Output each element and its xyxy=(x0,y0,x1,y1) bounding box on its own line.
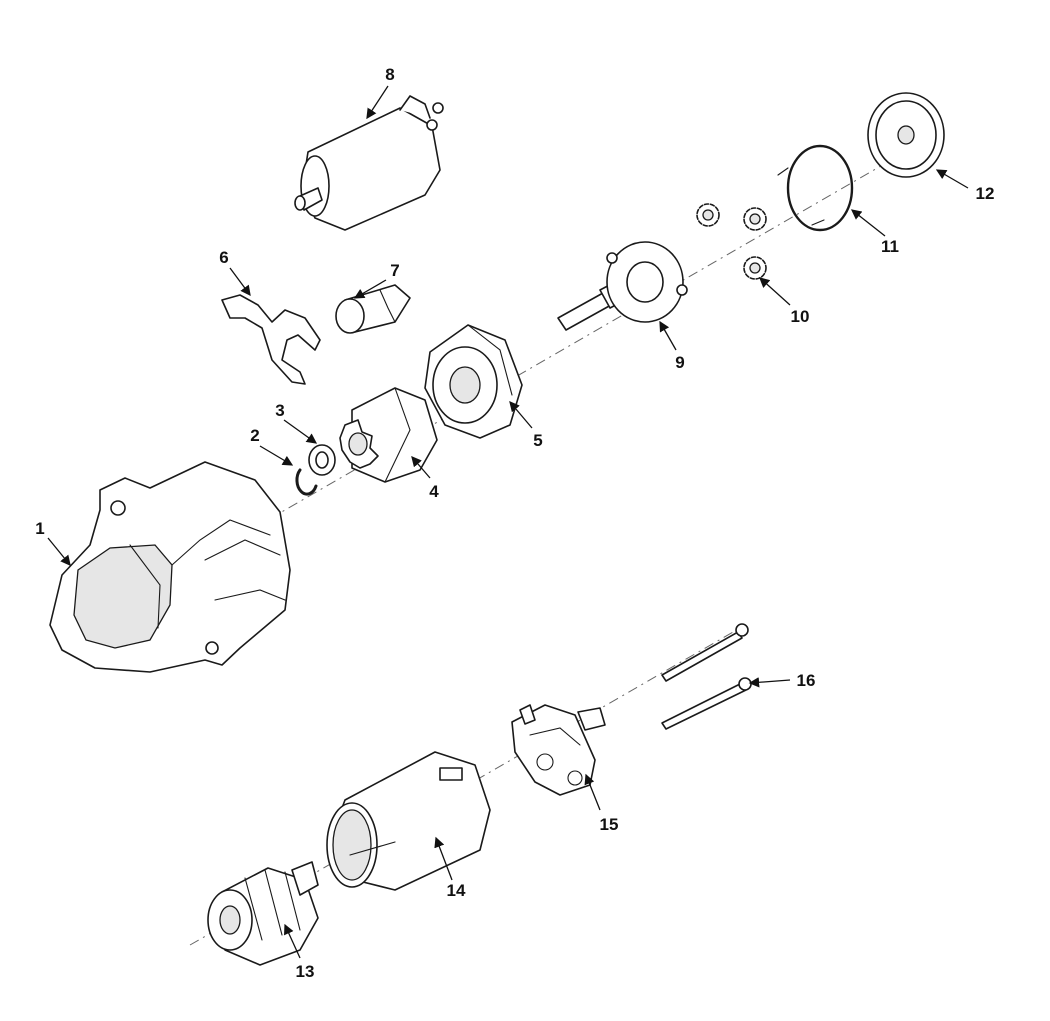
callout-4: 4 xyxy=(429,482,439,501)
plunger-part-7 xyxy=(335,284,411,334)
callout-10: 10 xyxy=(791,307,810,326)
callout-8: 8 xyxy=(385,65,394,84)
through-bolts-part-16 xyxy=(661,623,752,730)
gear-housing-part-5 xyxy=(424,324,523,439)
overrunning-clutch-part-4 xyxy=(339,387,438,483)
brush-holder-part-15 xyxy=(511,704,606,796)
callout-16: 16 xyxy=(797,671,816,690)
callout-11: 11 xyxy=(881,237,899,256)
planetary-shaft-part-9 xyxy=(557,241,688,331)
callout-15: 15 xyxy=(600,815,619,834)
yoke-part-14 xyxy=(326,751,491,891)
callout-9: 9 xyxy=(675,353,684,372)
callout-6: 6 xyxy=(219,248,228,267)
shift-lever-part-6 xyxy=(221,294,321,385)
callout-1: 1 xyxy=(35,519,44,538)
planet-gears-part-10 xyxy=(696,203,767,280)
callout-14: 14 xyxy=(447,881,466,900)
callout-3: 3 xyxy=(275,401,284,420)
callout-7: 7 xyxy=(390,261,399,280)
internal-gear-ring-part-11 xyxy=(777,144,854,232)
callout-5: 5 xyxy=(533,431,542,450)
packing-part-12 xyxy=(867,92,945,178)
callout-2: 2 xyxy=(250,426,259,445)
callout-12: 12 xyxy=(976,184,995,203)
front-housing-part-1 xyxy=(49,461,291,673)
magnetic-switch-part-8 xyxy=(294,95,444,231)
armature-part-13 xyxy=(207,861,319,966)
callout-13: 13 xyxy=(296,962,315,981)
stop-collar-part-3 xyxy=(308,444,336,476)
snap-ring-part-2 xyxy=(295,468,318,496)
